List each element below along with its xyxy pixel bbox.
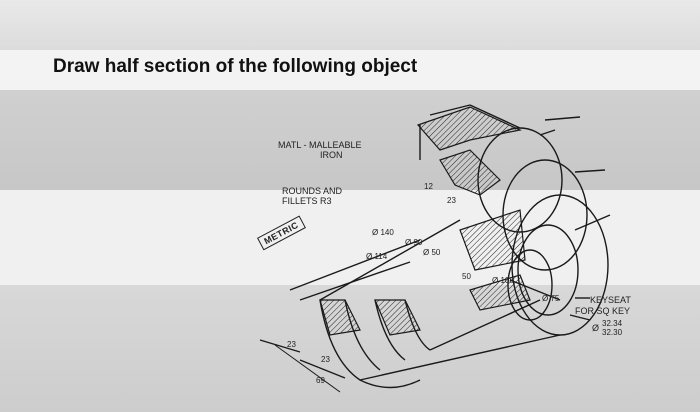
page-title: Draw half section of the following objec… — [53, 56, 418, 77]
rounds-note-line1: ROUNDS AND — [282, 186, 343, 196]
dimension-69: 69 — [316, 376, 325, 385]
photo-background-band — [0, 90, 700, 190]
rounds-note-line2: FILLETS R3 — [282, 196, 332, 206]
dimension-dia-140: Ø 140 — [372, 228, 394, 237]
dimension-dia-108: Ø 108 — [492, 276, 514, 285]
dimension-23-left: 23 — [287, 340, 296, 349]
photo-background-top — [0, 0, 700, 50]
photo-background-band — [0, 285, 700, 412]
photo-background-title-band — [0, 50, 700, 90]
tolerance-upper: 32.34 — [602, 319, 623, 328]
tolerance-lower: 32.30 — [602, 328, 623, 337]
material-note-line1: MATL - MALLEABLE — [278, 140, 362, 150]
keyseat-note-line2: FOR SQ KEY — [575, 306, 631, 316]
dimension-23-top: 23 — [447, 196, 456, 205]
dimension-dia-114: Ø 114 — [366, 252, 388, 261]
tolerance-symbol: Ø — [592, 323, 600, 333]
dimension-dia-75: Ø 75 — [542, 294, 560, 303]
dimension-50: 50 — [462, 272, 471, 281]
material-note-line2: IRON — [320, 150, 343, 160]
dimension-12: 12 — [424, 182, 433, 191]
dimension-23-bottom: 23 — [321, 355, 330, 364]
keyseat-note-line1: KEYSEAT — [590, 295, 631, 305]
dimension-dia-50: Ø 50 — [423, 248, 441, 257]
dimension-dia-90: Ø 90 — [405, 238, 423, 247]
